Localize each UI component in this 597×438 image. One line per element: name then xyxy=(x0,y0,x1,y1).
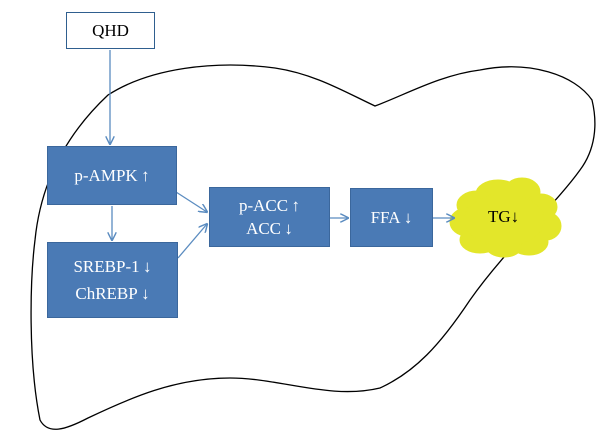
acc-label: ACC ↓ xyxy=(246,219,293,238)
liver-outline xyxy=(30,64,596,430)
arrow-pampk-to-acc xyxy=(175,191,207,212)
p-acc-acc-box: p-ACC ↑ ACC ↓ xyxy=(209,187,330,247)
tg-label: TG↓ xyxy=(488,207,520,226)
p-ampk-label: p-AMPK ↑ xyxy=(74,165,150,185)
qhd-label: QHD xyxy=(92,20,129,40)
p-acc-label: p-ACC ↑ xyxy=(238,195,301,215)
tg-cloud-shape xyxy=(449,177,562,258)
p-ampk-box: p-AMPK ↑ xyxy=(47,146,177,205)
srebp-1-label: SREBP-1 ↓ xyxy=(73,256,152,276)
srebp-chrebp-box: SREBP-1 ↓ ChREBP ↓ xyxy=(47,242,178,318)
qhd-box: QHD xyxy=(66,12,155,49)
ffa-label: FFA ↓ xyxy=(370,207,413,227)
chrebp-label: ChREBP ↓ xyxy=(75,284,150,303)
arrow-srebp-to-acc xyxy=(177,224,207,259)
ffa-box: FFA ↓ xyxy=(350,188,433,247)
